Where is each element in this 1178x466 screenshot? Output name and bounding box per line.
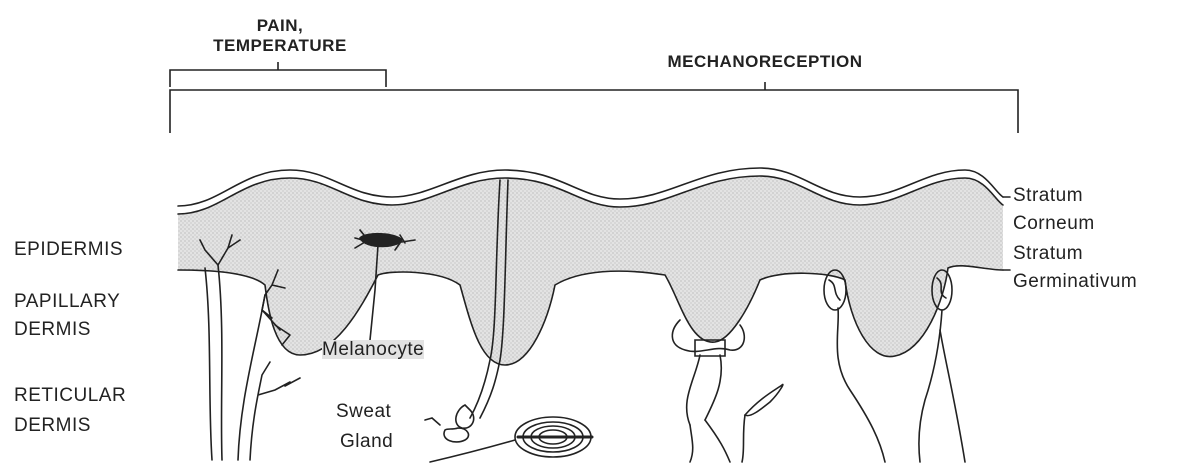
- epidermis-layer: [178, 176, 1003, 365]
- pain-temperature-bracket: [170, 62, 386, 87]
- epidermis-label: EPIDERMIS: [14, 240, 123, 259]
- stratum-label-1: Stratum: [1013, 186, 1083, 205]
- stratum-label-2: Stratum: [1013, 244, 1083, 263]
- melanocyte-label: Melanocyte: [322, 340, 424, 359]
- reticular-dermis-label-line2: DERMIS: [14, 416, 91, 435]
- pain-temperature-heading: PAIN, TEMPERATURE: [190, 16, 370, 55]
- papillary-dermis-label-line1: PAPILLARY: [14, 292, 120, 311]
- mechanoreception-bracket: [170, 82, 1018, 133]
- reticular-dermis-label-line1: RETICULAR: [14, 386, 126, 405]
- germinativum-label: Germinativum: [1013, 272, 1137, 291]
- papillary-dermis-label-line2: DERMIS: [14, 320, 91, 339]
- corneum-label: Corneum: [1013, 214, 1095, 233]
- pain-heading-line2: TEMPERATURE: [190, 36, 370, 56]
- sweat-gland-label-line2: Gland: [340, 432, 393, 451]
- mechanoreception-heading: MECHANORECEPTION: [600, 52, 930, 72]
- sweat-gland-label-line1: Sweat: [336, 402, 391, 421]
- pain-heading-line1: PAIN,: [190, 16, 370, 36]
